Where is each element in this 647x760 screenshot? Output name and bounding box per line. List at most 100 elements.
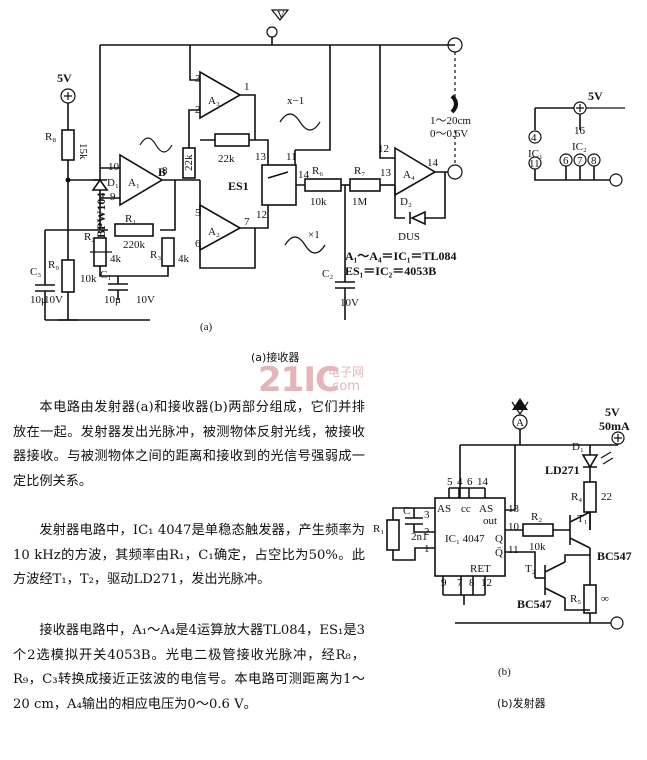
pot-r3 <box>161 237 175 267</box>
opamp-a1 <box>119 153 164 207</box>
a1-pin10: 10 <box>108 161 120 173</box>
r22k-b-label: 22k <box>183 154 195 171</box>
r6-label: R₆ <box>312 165 323 177</box>
a1-pin8: 8 <box>162 165 168 177</box>
ic2-pin6: 6 <box>563 155 569 167</box>
as2-label: AS <box>479 503 493 515</box>
ic2-ic1-label: IC₁ <box>528 148 543 160</box>
pin-1: 1 <box>424 543 430 555</box>
t1-type: BC547 <box>597 549 632 563</box>
resistor-r1-b <box>386 519 400 551</box>
ic-note-2: ES₁＝IC₂＝4053B <box>345 264 436 278</box>
sine-wave-a1 <box>139 137 173 153</box>
marker-a-label: A <box>516 417 524 429</box>
a2-pin7: 7 <box>244 216 250 228</box>
ic2-pin7: 7 <box>577 155 583 167</box>
a1-label: A₁ <box>128 177 140 189</box>
es1-pin14: 14 <box>298 169 310 181</box>
receiver-caption: (a)接收器 <box>251 351 300 364</box>
ic2-ic2-label: IC₂ <box>572 141 587 153</box>
a4-label: A₄ <box>403 169 415 181</box>
resistor-r1 <box>114 223 154 237</box>
c-value: 2n1 <box>411 531 428 543</box>
watermark-domain: .com <box>328 379 360 394</box>
a2-label: A₂ <box>208 226 220 238</box>
r7-label: R₇ <box>354 165 365 177</box>
pin-7: 7 <box>457 577 463 589</box>
r1-label: R₁ <box>125 213 136 225</box>
watermark-cn: 电子网 <box>328 365 365 379</box>
cc-label: cc <box>461 503 471 515</box>
x-pos1-label: ×1 <box>308 229 320 241</box>
a3-pin3: 3 <box>195 73 201 85</box>
output-terminal-v <box>266 26 278 38</box>
a4-pin12: 12 <box>378 143 389 155</box>
sine-wave-a3 <box>279 113 321 131</box>
ret-label: RET <box>470 563 491 575</box>
transmitter-caption: (b)发射器 <box>497 697 546 710</box>
paragraph-1: 本电路由发射器(a)和接收器(b)两部分组成，它们并排放在一起。发射器发出光脉冲… <box>13 400 365 489</box>
pin-8: 8 <box>469 577 475 589</box>
d2-type: DUS <box>398 231 420 243</box>
supply-label: 5V <box>57 71 72 85</box>
r2-value: 4k <box>110 253 122 265</box>
pin-9: 9 <box>441 577 447 589</box>
ld271-label: LD271 <box>545 463 580 477</box>
ic2-pin8: 8 <box>591 155 597 167</box>
pin-5: 5 <box>447 476 453 488</box>
paragraph-3: 接收器电路中，A₁～A₄是4运算放大器TL084，ES₁是3个2选模拟开关405… <box>13 623 365 712</box>
pin-13: 13 <box>508 503 520 515</box>
capacitor-c <box>405 517 423 525</box>
r2-label-b: R₂ <box>531 511 542 523</box>
r8-label: R₈ <box>45 131 56 143</box>
c1-label: C₁ <box>100 269 111 281</box>
volts-label: 0～0.6V <box>430 128 468 140</box>
capacitor-c3 <box>35 284 55 320</box>
switch-es1 <box>261 164 297 206</box>
r1-value: 220k <box>123 239 146 251</box>
watermark-brand: 21IC <box>258 360 340 400</box>
transistor-t2 <box>544 561 566 599</box>
r4-label: R₄ <box>571 491 582 503</box>
r7-value: 1M <box>352 196 368 208</box>
pin-4-circle <box>528 130 542 144</box>
resistor-r2-b <box>522 523 554 537</box>
es1-pin12: 12 <box>256 209 267 221</box>
pin-12: 12 <box>481 577 492 589</box>
ground-terminal-b <box>610 616 624 630</box>
range-label: 1～20cm <box>430 115 471 127</box>
as-bar-label: AS <box>437 503 451 515</box>
a4-pin13: 13 <box>380 167 392 179</box>
a3-pin1: 1 <box>244 81 250 93</box>
d1-label-b: D₁ <box>572 441 584 453</box>
capacitor-c2 <box>335 281 355 310</box>
c2-voltage: 10V <box>340 297 359 309</box>
output-terminal-bottom <box>447 164 463 180</box>
r3-value: 4k <box>178 253 190 265</box>
r2-label: R₂ <box>84 231 95 243</box>
r4-value: 22 <box>601 491 612 503</box>
ic-note-1: A₁～A₄＝IC₁＝TL084 <box>345 249 456 263</box>
ic2-pin16: 16 <box>574 125 586 137</box>
resistor-r6 <box>304 178 342 192</box>
a2-pin6: 6 <box>195 238 201 250</box>
c1-voltage: 10V <box>136 294 155 306</box>
ic2-supply-label: 5V <box>588 89 603 103</box>
pin-14: 14 <box>477 476 489 488</box>
photodiode-d1 <box>91 178 109 191</box>
transmitter-schematic: A 5V 50mA D₁ LD271 R₄ 22 5 4 6 14 AS cc … <box>373 398 632 678</box>
c2-label: C₂ <box>322 268 333 280</box>
pin-10: 10 <box>508 521 520 533</box>
range-marker <box>450 94 458 114</box>
q-bar-label: Q̄ <box>495 547 503 559</box>
resistor-22k-a3 <box>214 133 250 147</box>
es1-pin11: 11 <box>286 151 297 163</box>
r22k-a3-value: 22k <box>218 153 235 165</box>
pin-6: 6 <box>467 476 473 488</box>
a1-pin9: 9 <box>110 191 116 203</box>
a3-label: A₃ <box>208 95 220 107</box>
r9-value: 10k <box>80 273 97 285</box>
marker-a-arrow <box>512 398 528 410</box>
r9-label: R₉ <box>48 259 59 271</box>
c-label: C <box>403 505 410 517</box>
